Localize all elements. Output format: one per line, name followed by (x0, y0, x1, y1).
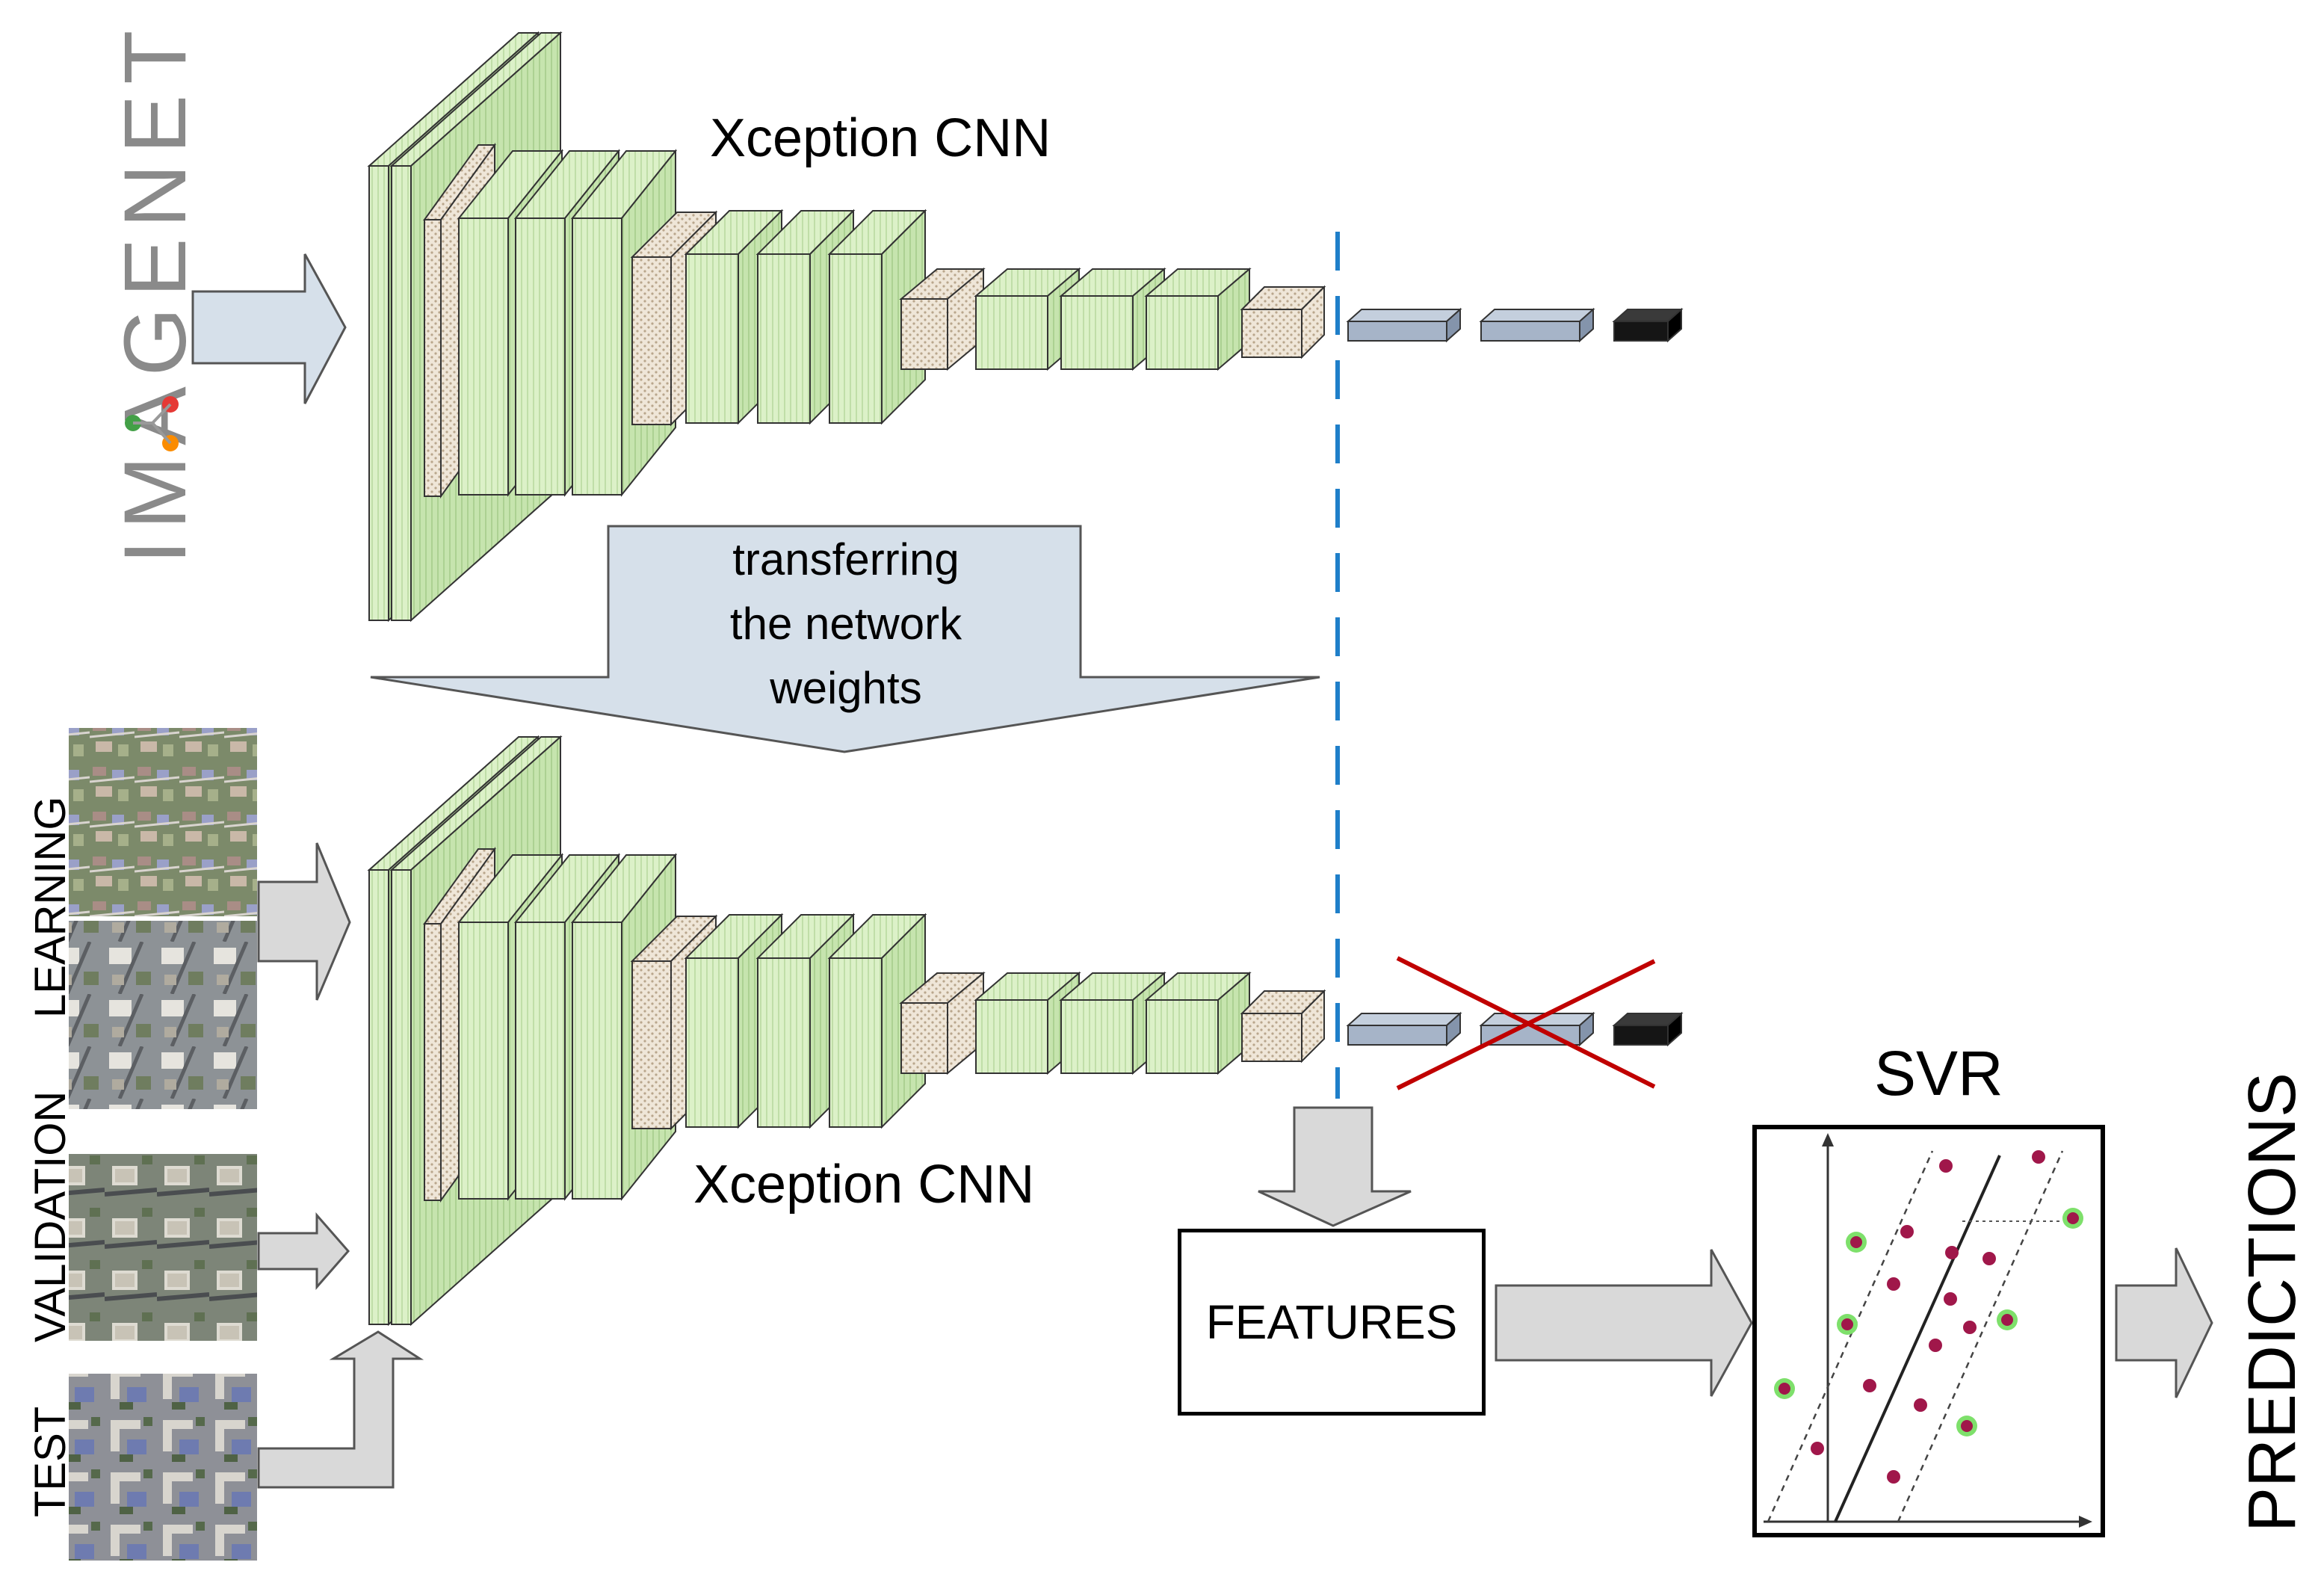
transfer-weights-arrow (370, 525, 1320, 753)
predictions-label: PREDICTIONS (2235, 1072, 2310, 1532)
learning-image-1 (69, 728, 257, 916)
output-layer (1612, 1011, 1684, 1047)
validation-image (69, 1154, 257, 1341)
svr-support-vector (1774, 1378, 1795, 1399)
svr-regression-line (1834, 1155, 2001, 1522)
svr-support-vector (2062, 1208, 2083, 1229)
svr-support-vector (1846, 1232, 1867, 1253)
svr-point (1939, 1159, 1953, 1173)
svr-points (1774, 1150, 2083, 1484)
svr-point (1914, 1398, 1927, 1412)
output-layer (1612, 307, 1684, 343)
test-input-arrow (257, 1330, 424, 1489)
svr-support-vector (1997, 1309, 2018, 1330)
block4-pool (1240, 285, 1326, 359)
imagenet-input-arrow (191, 253, 347, 404)
validation-input-arrow (257, 1212, 350, 1290)
svr-point (1863, 1379, 1876, 1392)
svr-support-vector (1837, 1314, 1858, 1335)
dense-layer-2 (1479, 307, 1595, 343)
svr-point (1963, 1321, 1977, 1334)
svr-margin-lower (1897, 1150, 2064, 1522)
svr-point (1900, 1225, 1914, 1238)
imagenet-logo: IMAGENET (106, 20, 205, 564)
svr-point (1982, 1252, 1996, 1265)
svr-label: SVR (1874, 1038, 2003, 1108)
block3-conv-3 (1144, 267, 1252, 371)
features-to-svr-arrow (1495, 1249, 1753, 1397)
transfer-line-3: weights (770, 663, 922, 713)
test-image (69, 1374, 257, 1561)
svr-point (1945, 1246, 1959, 1259)
svr-plot (1752, 1125, 2105, 1537)
svr-frame (1752, 1125, 2105, 1537)
xception-cnn-top (367, 31, 1684, 623)
dataset-images (69, 728, 257, 1561)
removed-layers-cross-icon (1396, 956, 1656, 1090)
validation-label: VALIDATION (26, 1090, 75, 1342)
transfer-line-1: transferring (732, 534, 959, 584)
features-box: FEATURES (1178, 1229, 1486, 1416)
block3-conv-3 (1144, 971, 1252, 1075)
learning-input-arrow (257, 842, 351, 1001)
imagenet-glyph-icon (125, 396, 179, 451)
block3-pool (899, 971, 986, 1075)
block3-conv-1 (974, 971, 1081, 1075)
imagenet-wordmark: IMAGENET (106, 20, 205, 564)
bottom-cnn-label: Xception CNN (693, 1155, 1035, 1214)
block3-pool (899, 267, 986, 371)
svr-point (1929, 1339, 1942, 1352)
test-label: TEST (26, 1406, 75, 1517)
svr-to-predictions-arrow (2115, 1247, 2213, 1398)
svr-point (1887, 1277, 1900, 1291)
transfer-line-2: the network (729, 599, 962, 649)
svr-point (1887, 1470, 1900, 1484)
learning-image-2 (69, 921, 257, 1109)
block4-pool (1240, 989, 1326, 1064)
dense-layer-1 (1346, 307, 1462, 343)
top-cnn-label: Xception CNN (710, 108, 1051, 168)
svr-point (1811, 1442, 1824, 1455)
features-down-arrow (1258, 1106, 1412, 1227)
svr-margin-upper (1767, 1150, 1934, 1522)
dense-layer-1 (1346, 1011, 1462, 1047)
svr-point (1944, 1292, 1957, 1306)
svr-point (2032, 1150, 2045, 1164)
transfer-weights-text: transferring the network weights (637, 528, 1055, 720)
learning-label: LEARNING (26, 796, 75, 1018)
svr-support-vector (1956, 1416, 1977, 1436)
features-label: FEATURES (1205, 1295, 1458, 1349)
xception-cnn-bottom (367, 735, 1684, 1327)
